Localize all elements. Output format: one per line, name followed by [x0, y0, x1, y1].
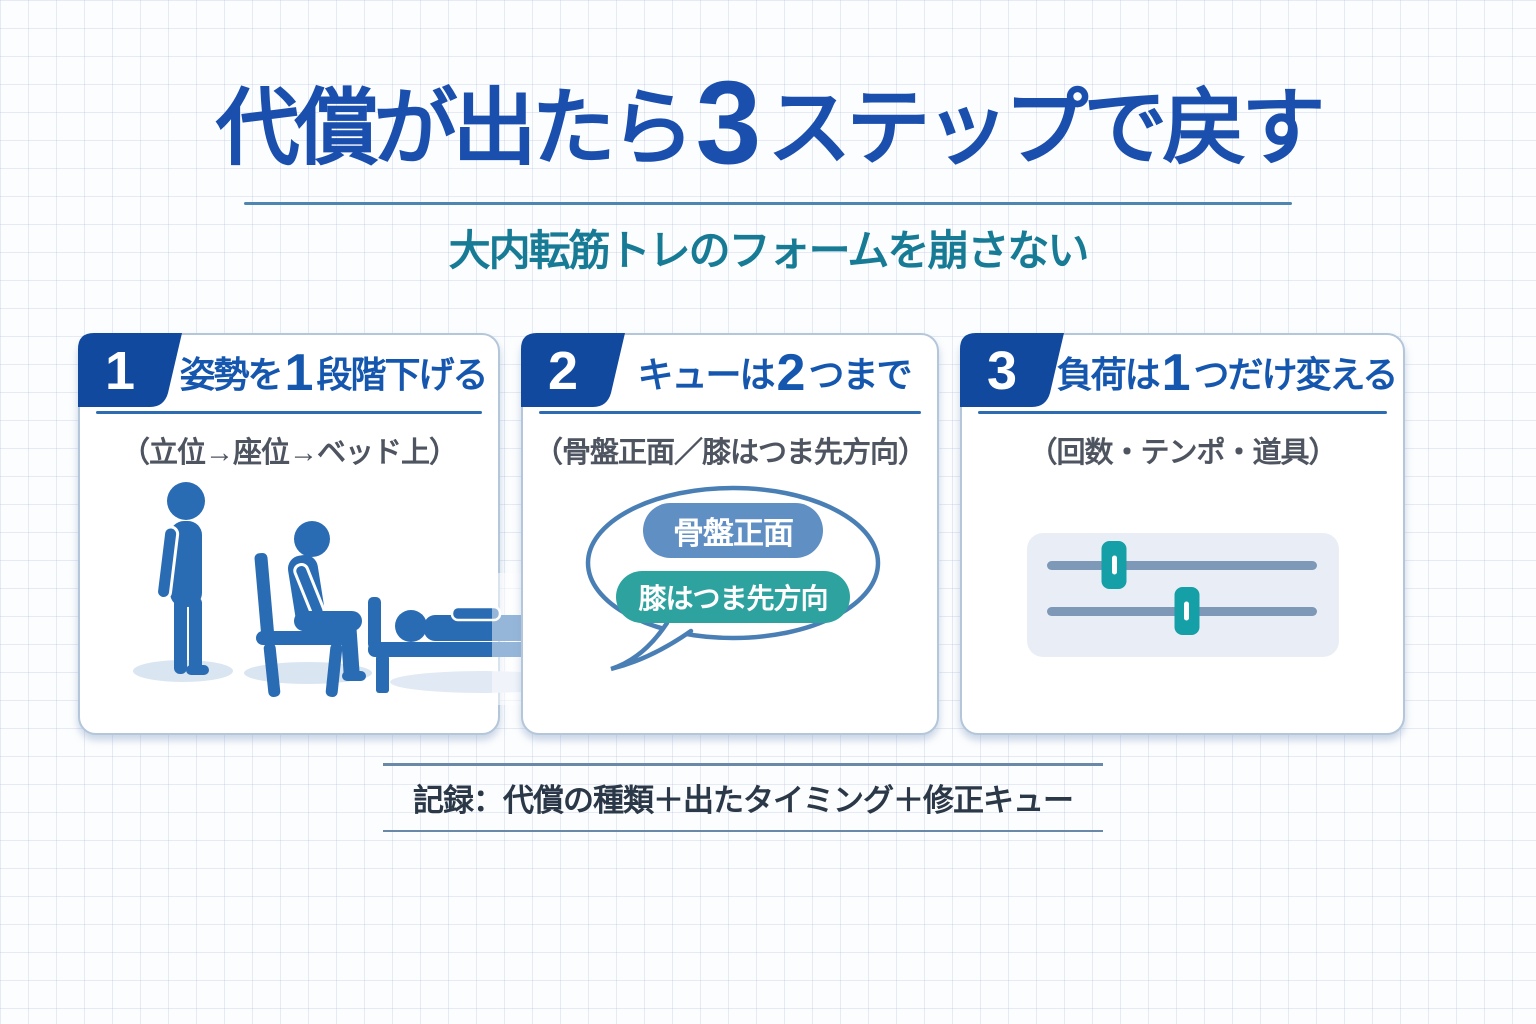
cue-pill-pelvis-front: 骨盤正面 [643, 502, 823, 558]
step-3-note: （回数・テンポ・道具） [1028, 437, 1337, 469]
title-divider [244, 201, 1292, 205]
page-subtitle: 大内転筋トレのフォームを崩さない [448, 226, 1090, 274]
slider-2-thumb-icon [1174, 587, 1200, 635]
step-1-number-badge: 1 [78, 333, 182, 407]
cue-speech-bubble: 骨盤正面 膝はつま先方向 [583, 485, 883, 677]
step-3-title: 負荷は1つだけ変える [1056, 344, 1399, 402]
step-2-number: 2 [548, 341, 578, 401]
record-bottom-rule [383, 829, 1103, 832]
page-title-number: 3 [695, 57, 762, 189]
load-sliders-panel [1026, 533, 1339, 657]
cue-pill-knee-direction: 膝はつま先方向 [616, 570, 850, 623]
slider-1 [1046, 541, 1317, 589]
step-3-number-badge: 3 [960, 333, 1064, 407]
slider-2 [1046, 587, 1317, 635]
steps-row: 1 姿勢を1段階下げる （立位→座位→ベッド上） [78, 333, 1405, 735]
step-1-note: （立位→座位→ベッド上） [120, 437, 458, 469]
step-2-title: キューは2つまで [637, 344, 913, 402]
standing-person-icon [155, 482, 209, 675]
page-title-post: ステップで戻す [767, 81, 1325, 175]
step-2-note: （骨盤正面／膝はつま先方向） [533, 437, 927, 469]
record-note-text: 記録：代償の種類＋出たタイミング＋修正キュー [413, 782, 1074, 818]
header: 代償が出たら3ステップで戻す 大内転筋トレのフォームを崩さない [0, 0, 1536, 278]
posture-progression-illustration [133, 482, 620, 705]
page-title-pre: 代償が出たら [215, 81, 695, 175]
step-card-2: 2 キューは2つまで （骨盤正面／膝はつま先方向） 骨盤正面 膝はつま先方向 [521, 333, 939, 735]
step-3-divider [978, 411, 1387, 414]
page-title: 代償が出たら3ステップで戻す [0, 50, 1536, 198]
record-top-rule [383, 763, 1103, 766]
step-1-divider [96, 411, 482, 414]
step-2-divider [539, 411, 921, 414]
step-1-title: 姿勢を1段階下げる [179, 344, 489, 402]
cue-pill-list: 骨盤正面 膝はつま先方向 [583, 485, 883, 640]
step-card-1: 1 姿勢を1段階下げる （立位→座位→ベッド上） [78, 333, 620, 735]
step-2-number-badge: 2 [521, 333, 625, 407]
step-1-number: 1 [105, 341, 135, 401]
step-3-number: 3 [987, 341, 1017, 401]
slider-1-thumb-icon [1101, 541, 1127, 589]
slider-1-track [1046, 561, 1317, 570]
step-card-3: 3 負荷は1つだけ変える （回数・テンポ・道具） [960, 333, 1405, 735]
sitting-on-chair-icon [254, 521, 366, 697]
record-note-section: 記録：代償の種類＋出たタイミング＋修正キュー [383, 763, 1103, 832]
